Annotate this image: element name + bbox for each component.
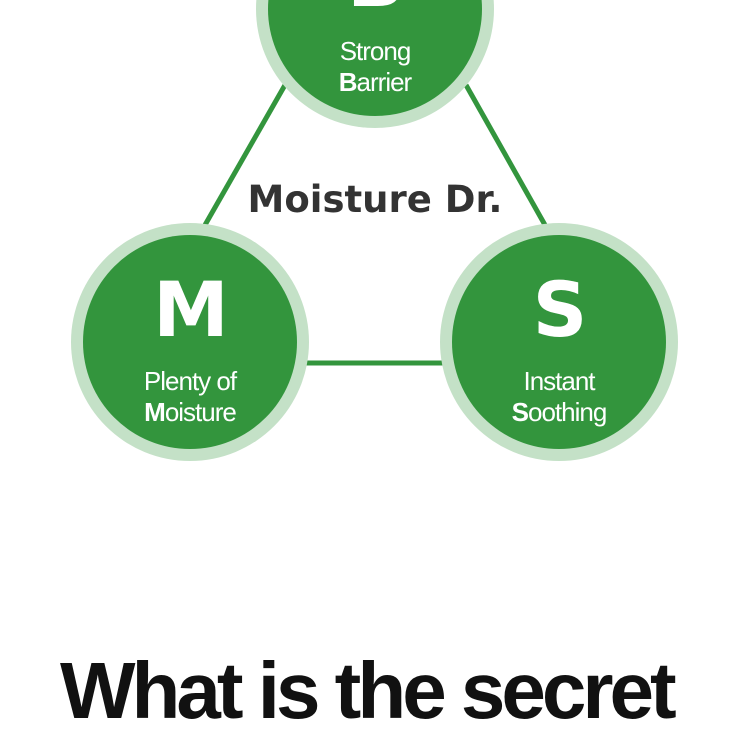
node-barrier-label-line2: Barrier <box>268 67 482 97</box>
node-moisture-letter: M <box>153 265 229 354</box>
node-soothing-label-line1: Instant <box>523 366 595 396</box>
node-barrier: B Strong Barrier <box>256 0 494 128</box>
node-moisture: M Plenty of Moisture <box>71 223 309 461</box>
node-moisture-rest: oisture <box>164 397 237 427</box>
node-barrier-fill: B Strong Barrier <box>268 0 482 116</box>
node-soothing-initial: S <box>511 397 529 427</box>
node-soothing-rest: oothing <box>528 397 607 427</box>
connector-top-right <box>463 83 548 227</box>
node-barrier-rest: arrier <box>356 67 413 97</box>
node-moisture-fill: M Plenty of Moisture <box>83 235 297 449</box>
node-barrier-label-line1: Strong <box>339 36 412 66</box>
node-soothing-fill: S Instant Soothing <box>452 235 666 449</box>
node-moisture-label-line2: Moisture <box>83 397 297 427</box>
node-barrier-letter: B <box>268 0 482 18</box>
node-soothing: S Instant Soothing <box>440 223 678 461</box>
connector-top-left <box>202 83 288 227</box>
node-barrier-initial: B <box>338 67 358 97</box>
node-moisture-initial: M <box>144 397 166 427</box>
node-moisture-label-line1: Plenty of <box>143 366 237 396</box>
headline: What is the secret <box>60 646 677 735</box>
center-title: Moisture Dr. <box>247 178 503 221</box>
node-soothing-label-line2: Soothing <box>452 397 666 427</box>
node-soothing-letter: S <box>532 265 588 354</box>
